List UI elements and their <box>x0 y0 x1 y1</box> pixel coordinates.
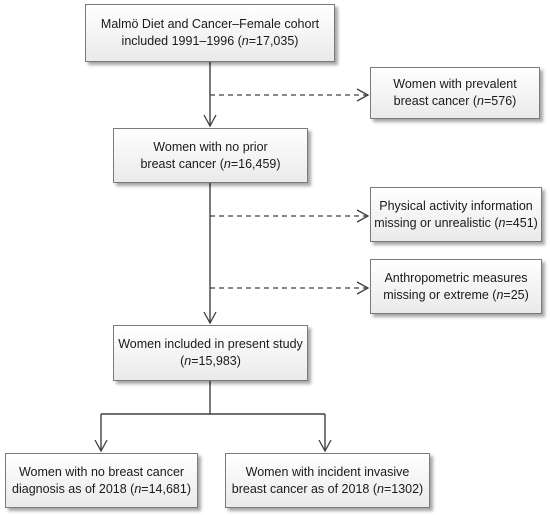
box-incident-cancer-line2: breast cancer as of 2018 (n=1302) <box>231 481 424 496</box>
box-prevalent-line2: breast cancer (n=576) <box>393 94 517 108</box>
box-no-breast-cancer-line1: Women with no breast cancer <box>18 464 185 479</box>
box-incident-cancer: Women with incident invasive breast canc… <box>225 453 430 508</box>
box-prevalent-line1: Women with prevalent <box>393 77 517 91</box>
box-physical-activity-line2: missing or unrealistic (n=451) <box>374 215 538 230</box>
box-included: Women included in present study (n=15,98… <box>113 325 308 381</box>
box-incident-cancer-line1: Women with incident invasive <box>245 464 410 479</box>
box-cohort: Malmö Diet and Cancer–Female cohort incl… <box>85 4 335 62</box>
box-no-prior-line2: breast cancer (n=16,459) <box>140 156 281 171</box>
box-anthropometric-line1: Anthropometric measures <box>384 270 528 285</box>
box-prevalent: Women with prevalent breast cancer (n=57… <box>370 67 540 119</box>
box-anthropometric-line2: missing or extreme (n=25) <box>383 287 529 302</box>
box-physical-activity: Physical activity information missing or… <box>370 187 542 242</box>
box-cohort-line1: Malmö Diet and Cancer–Female cohort <box>100 17 320 31</box>
box-no-breast-cancer-line2: diagnosis as of 2018 (n=14,681) <box>12 481 191 496</box>
box-cohort-line2: included 1991–1996 (n=17,035) <box>121 34 299 48</box>
box-physical-activity-line1: Physical activity information <box>379 198 533 213</box>
box-no-prior: Women with no prior breast cancer (n=16,… <box>113 128 308 183</box>
box-included-line1: Women included in present study <box>118 337 303 351</box>
box-no-prior-line1: Women with no prior <box>153 139 268 154</box>
box-anthropometric: Anthropometric measures missing or extre… <box>370 259 542 314</box>
box-no-breast-cancer: Women with no breast cancer diagnosis as… <box>5 453 198 508</box>
box-included-line2: (n=15,983) <box>180 354 241 368</box>
